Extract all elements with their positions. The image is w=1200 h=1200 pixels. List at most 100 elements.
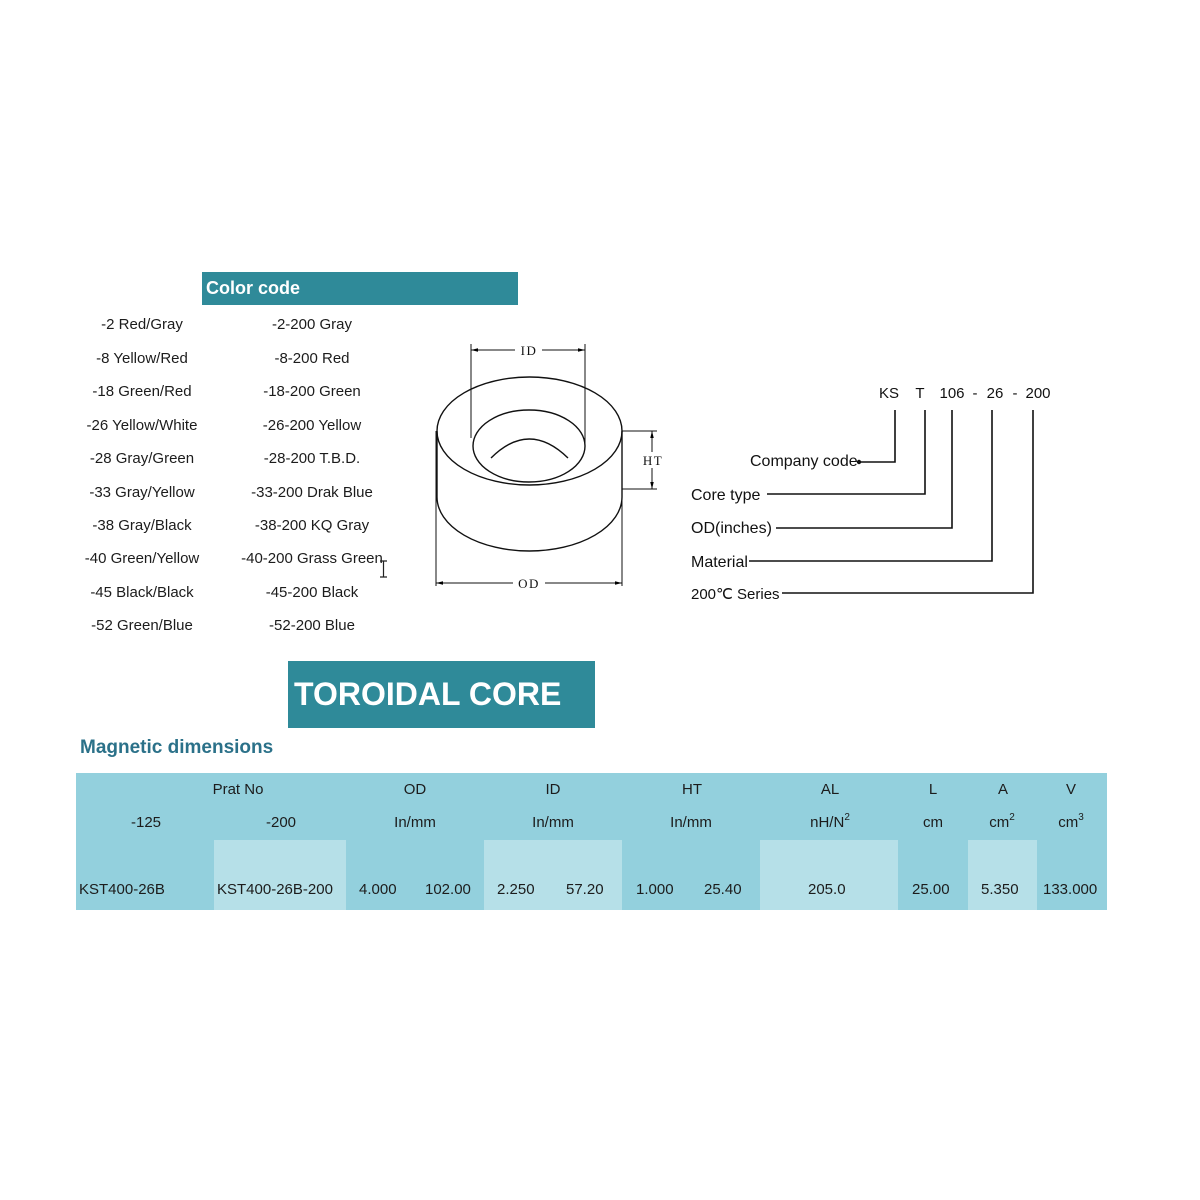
part-number-code: KS T 106 - 26 - 200	[879, 385, 1051, 402]
label-company-code: Company code	[750, 453, 858, 470]
cell-ht-in: 1.000	[636, 881, 674, 898]
cell-id-mm: 57.20	[566, 881, 604, 898]
part-segment-material: 26	[987, 385, 1004, 402]
table-cell	[214, 840, 346, 910]
cell-l: 25.00	[912, 881, 950, 898]
leader-series	[782, 410, 1034, 594]
th-part-no: Prat No	[212, 781, 264, 798]
cell-a: 5.350	[981, 881, 1019, 898]
color-code-item: -40 Green/Yellow	[84, 550, 200, 567]
part-segment-core-type: T	[915, 385, 924, 402]
id-dimension	[470, 344, 586, 446]
th-v-unit: cm3	[1016, 813, 1126, 833]
th-id-unit: In/mm	[532, 814, 574, 831]
part-segment-dash: -	[1013, 385, 1018, 402]
table-cell	[1037, 840, 1107, 910]
color-code-item: -52 Green/Blue	[91, 617, 193, 634]
color-code-item: -18-200 Green	[263, 383, 361, 400]
toroid-inner-wall	[490, 438, 569, 459]
color-code-item: -33 Gray/Yellow	[89, 484, 195, 501]
th-od-unit: In/mm	[394, 814, 436, 831]
th-l: L	[928, 781, 938, 798]
cell-v: 133.000	[1043, 881, 1098, 898]
part-segment-company: KS	[879, 385, 899, 402]
al-unit-exp: 2	[844, 812, 850, 823]
cell-od-mm: 102.00	[425, 881, 471, 898]
label-material: Material	[691, 554, 748, 571]
leader-od	[776, 410, 953, 529]
toroid-top-face	[436, 376, 623, 486]
part-segment-series: 200	[1025, 385, 1050, 402]
color-code-item: -18 Green/Red	[92, 383, 192, 400]
toroidal-core-banner: TOROIDAL CORE	[288, 661, 595, 728]
th-id: ID	[545, 781, 561, 798]
th-od: OD	[403, 781, 427, 798]
color-code-item: -52-200 Blue	[269, 617, 355, 634]
color-code-title: Color code	[206, 278, 301, 298]
leader-core-type	[767, 410, 926, 495]
cell-od-in: 4.000	[359, 881, 397, 898]
leader-dot	[856, 459, 862, 465]
id-label: ID	[521, 343, 538, 358]
table-cell	[346, 840, 484, 910]
toroid-bottom-edge	[436, 496, 623, 552]
table-cell	[76, 840, 214, 910]
ht-label: HT	[643, 453, 663, 468]
cell-part-125: KST400-26B	[79, 881, 165, 898]
leader-company-code	[858, 410, 896, 463]
color-code-item: -26 Yellow/White	[86, 417, 198, 434]
color-code-item: -45-200 Black	[265, 584, 359, 601]
th-suffix-200: -200	[265, 814, 297, 831]
th-l-unit: cm	[923, 814, 943, 831]
v-unit-text: cm	[1058, 814, 1079, 831]
color-code-item: -38 Gray/Black	[92, 517, 192, 534]
od-label: OD	[518, 576, 540, 591]
a-unit-exp: 2	[1009, 812, 1015, 823]
color-code-item: -2 Red/Gray	[101, 316, 183, 333]
th-al-unit: nH/N2	[775, 813, 885, 833]
cell-al: 205.0	[808, 881, 846, 898]
label-series: 200℃ Series	[691, 586, 780, 603]
color-code-item: -28-200 T.B.D.	[263, 450, 361, 467]
toroid-diagram: ID HT OD KS T 106 - 26 - 200 Company cod…	[435, 343, 1051, 603]
leader-material	[749, 410, 993, 562]
color-code-item: -45 Black/Black	[90, 584, 194, 601]
color-code-item: -2-200 Gray	[271, 316, 353, 333]
label-od-inches: OD(inches)	[691, 520, 772, 537]
color-code-item: -8 Yellow/Red	[96, 350, 188, 367]
text-cursor-icon	[380, 560, 387, 578]
al-unit-text: nH/N	[810, 814, 845, 831]
a-unit-text: cm	[989, 814, 1010, 831]
toroid-shape	[436, 376, 623, 552]
th-a: A	[997, 781, 1008, 798]
table-cell	[484, 840, 622, 910]
table-cell	[622, 840, 760, 910]
color-code-item: -28 Gray/Green	[89, 450, 195, 467]
color-code-item: -8-200 Red	[274, 350, 350, 367]
cell-id-in: 2.250	[497, 881, 535, 898]
v-unit-exp: 3	[1078, 812, 1084, 823]
th-ht-unit: In/mm	[670, 814, 712, 831]
color-code-item: -33-200 Drak Blue	[251, 484, 373, 501]
table-cell	[760, 840, 898, 910]
th-suffix-125: -125	[130, 814, 162, 831]
cell-part-200: KST400-26B-200	[217, 881, 333, 898]
part-segment-dash: -	[973, 385, 978, 402]
table-cell	[968, 840, 1037, 910]
color-code-item: -38-200 KQ Gray	[254, 517, 370, 534]
toroid-inner-hole	[472, 409, 586, 483]
color-code-header: Color code	[202, 272, 518, 305]
th-al: AL	[820, 781, 840, 798]
color-code-item: -26-200 Yellow	[262, 417, 362, 434]
th-ht: HT	[682, 781, 702, 798]
magnetic-dimensions-table: Prat No OD ID HT AL L A V -125 -200 In/m…	[76, 773, 1107, 910]
table-cell	[898, 840, 968, 910]
th-a-unit: cm2	[947, 813, 1057, 833]
od-dimension	[435, 431, 623, 586]
label-core-type: Core type	[691, 487, 760, 504]
part-segment-od: 106	[939, 385, 964, 402]
th-v: V	[1065, 781, 1076, 798]
color-code-item: -40-200 Grass Green	[241, 550, 383, 567]
cell-ht-mm: 25.40	[704, 881, 742, 898]
banner-title: TOROIDAL CORE	[294, 676, 562, 712]
